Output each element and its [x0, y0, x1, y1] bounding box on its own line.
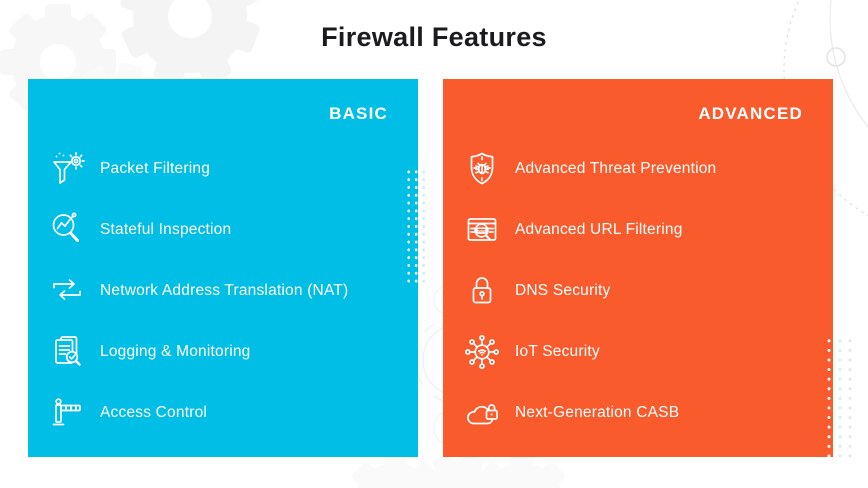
list-item: Advanced Threat Prevention	[443, 138, 833, 199]
basic-panel: BASIC Packet Filtering	[28, 79, 418, 457]
list-item: Next-Generation CASB	[443, 382, 833, 443]
magnifier-chart-icon	[46, 209, 88, 251]
funnel-gear-icon	[46, 148, 88, 190]
basic-panel-label: BASIC	[329, 104, 388, 123]
feature-label: Packet Filtering	[100, 159, 211, 177]
browser-www-magnifier-icon: www	[461, 209, 503, 251]
page-title: Firewall Features	[321, 22, 547, 52]
log-document-magnifier-icon	[46, 331, 88, 373]
feature-label: Logging & Monitoring	[100, 342, 251, 360]
swap-arrows-icon	[46, 270, 88, 312]
circle-arc-decoration	[829, 0, 868, 128]
feature-label: Stateful Inspection	[100, 220, 232, 238]
dot-grid-decoration	[404, 167, 419, 285]
list-item: Access Control	[28, 382, 418, 443]
dot-grid-decoration	[823, 335, 832, 460]
advanced-panel: ADVANCED Advanced Threat Prevention	[443, 79, 833, 457]
dot-grid-decoration	[419, 167, 428, 285]
feature-label: Network Address Translation (NAT)	[100, 281, 349, 299]
iot-network-icon	[461, 331, 503, 373]
list-item: Packet Filtering	[28, 138, 418, 199]
gear-silhouette	[479, 453, 565, 488]
feature-label: Advanced URL Filtering	[515, 220, 683, 238]
feature-label: Next-Generation CASB	[515, 403, 680, 421]
feature-label: Advanced Threat Prevention	[515, 159, 717, 177]
list-item: DNS Security	[443, 260, 833, 321]
feature-label: IoT Security	[515, 342, 600, 360]
boom-barrier-icon	[46, 392, 88, 434]
gear-silhouette	[352, 453, 438, 488]
feature-label: DNS Security	[515, 281, 611, 299]
svg-text:www: www	[476, 228, 486, 232]
basic-items-list: Packet Filtering Stateful Inspection	[28, 138, 418, 443]
feature-label: Access Control	[100, 403, 208, 421]
cloud-lock-icon	[461, 392, 503, 434]
advanced-panel-label: ADVANCED	[698, 104, 803, 123]
shield-bug-icon	[461, 148, 503, 190]
small-circle-decoration	[826, 47, 846, 67]
advanced-items-list: Advanced Threat Prevention www Advanced …	[443, 138, 833, 443]
list-item: Stateful Inspection	[28, 199, 418, 260]
dot-grid-decoration	[834, 335, 853, 460]
list-item: Network Address Translation (NAT)	[28, 260, 418, 321]
padlock-icon	[461, 270, 503, 312]
list-item: IoT Security	[443, 321, 833, 382]
list-item: Logging & Monitoring	[28, 321, 418, 382]
list-item: www Advanced URL Filtering	[443, 199, 833, 260]
gear-silhouette	[120, 0, 260, 86]
